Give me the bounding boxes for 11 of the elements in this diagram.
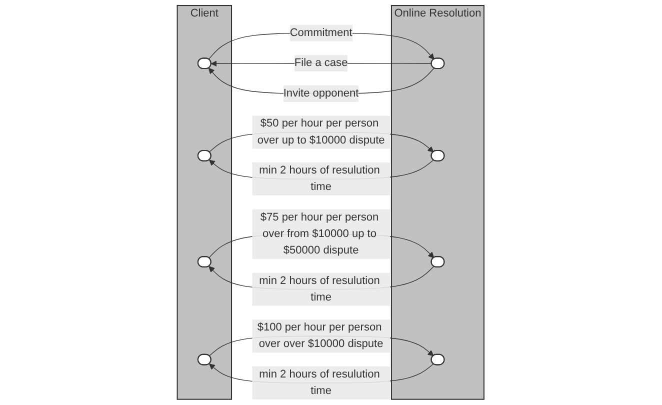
edge-label: Invite opponent xyxy=(284,87,360,100)
edge-label: File a case xyxy=(294,57,348,69)
edge-label: min 2 hours of resulution time xyxy=(260,274,380,304)
edge-label: $75 per hour per person over from $10000 up to $50000 dispute xyxy=(260,211,380,256)
edge-label: $100 per hour per person over over $10000 dispute xyxy=(258,322,384,350)
cluster: Online Resolution xyxy=(391,5,485,400)
cluster: Client xyxy=(177,5,232,400)
edge-label: $50 per hour per person over up to $10000 dispute xyxy=(258,118,386,146)
edge-label: Commitment xyxy=(290,26,353,39)
edge-label: min 2 hours of resulution time xyxy=(260,368,380,397)
edge-label: min 2 hours of resulution time xyxy=(260,164,380,193)
